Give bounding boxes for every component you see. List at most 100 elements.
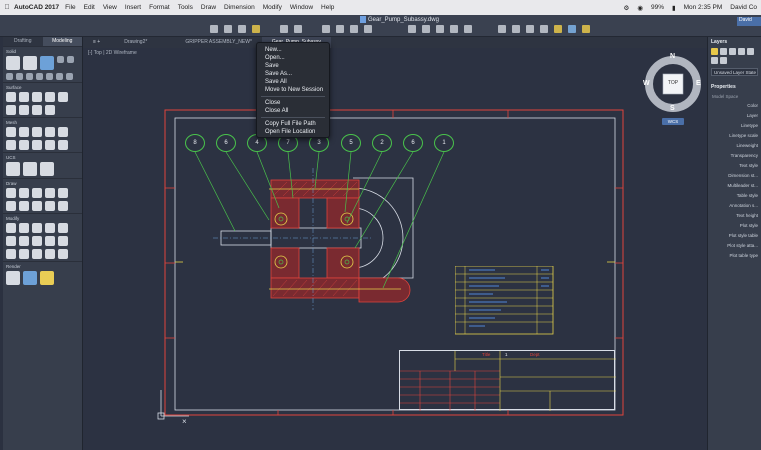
tab-menu-icon[interactable]: ≡ +	[93, 39, 101, 45]
prop-plot-style[interactable]: Plot style	[739, 223, 758, 228]
parts-list-table[interactable]	[455, 266, 555, 336]
battery-icon[interactable]: ▮	[672, 4, 676, 12]
explode-tool-icon[interactable]	[32, 249, 42, 259]
balloon[interactable]: 6	[216, 134, 236, 152]
layer-settings-icon[interactable]	[729, 48, 736, 55]
menu-item-close-all[interactable]: Close All	[265, 108, 289, 114]
mesh-extrude-icon[interactable]	[32, 140, 42, 150]
layer-states-icon[interactable]	[582, 25, 590, 33]
array-tool-icon[interactable]	[6, 249, 16, 259]
layer-lock-icon[interactable]	[747, 48, 754, 55]
prop-lineweight[interactable]: Lineweight	[736, 143, 758, 148]
layer-isolate-icon[interactable]	[711, 57, 718, 64]
menu-window[interactable]: Window	[289, 4, 314, 11]
sphere-tool-icon[interactable]	[40, 56, 54, 70]
line-tool-icon[interactable]	[6, 188, 16, 198]
polysolid-tool-icon[interactable]	[26, 73, 33, 80]
undo-icon[interactable]	[280, 25, 288, 33]
apple-icon[interactable]: 	[0, 4, 14, 11]
menu-item-new[interactable]: New...	[265, 47, 282, 53]
stretch-tool-icon[interactable]	[6, 236, 16, 246]
sweep-tool-icon[interactable]	[56, 73, 63, 80]
ucs-icon[interactable]: ×	[155, 386, 195, 426]
ellipse-tool-icon[interactable]	[32, 201, 42, 211]
save-icon[interactable]	[238, 25, 246, 33]
prop-table-style[interactable]: Table style	[736, 193, 758, 198]
user-button[interactable]: David	[737, 17, 761, 26]
surface-sculpt-icon[interactable]	[45, 105, 55, 115]
orbit-icon[interactable]	[526, 25, 534, 33]
section-title[interactable]: Draw	[6, 181, 17, 186]
menu-tools[interactable]: Tools	[177, 4, 193, 11]
menu-item-close[interactable]: Close	[265, 100, 281, 106]
menu-view[interactable]: View	[102, 4, 117, 11]
prop-linetype-scale[interactable]: Linetype scale	[729, 133, 758, 138]
move-icon[interactable]	[322, 25, 330, 33]
arc-tool-icon[interactable]	[58, 188, 68, 198]
surface-patch-icon[interactable]	[45, 92, 55, 102]
prop-plot-style-table[interactable]: Plot style table	[728, 233, 758, 238]
section-title[interactable]: Render	[6, 264, 21, 269]
ucs-world-icon[interactable]	[6, 162, 20, 176]
table-icon[interactable]	[408, 25, 416, 33]
layer-state-select[interactable]: Unsaved Layer State	[711, 68, 758, 76]
menu-item-save-as[interactable]: Save As...	[265, 71, 293, 77]
menu-file[interactable]: File	[65, 4, 76, 11]
viewcube[interactable]: TOP N S E W WCS	[643, 53, 703, 128]
balloon[interactable]: 5	[341, 134, 361, 152]
mesh-box-icon[interactable]	[6, 127, 16, 137]
mesh-sphere-icon[interactable]	[58, 127, 68, 137]
compass-w[interactable]: W	[643, 80, 650, 87]
viewcube-top-face[interactable]: TOP	[667, 80, 679, 86]
surface-network-icon[interactable]	[6, 92, 16, 102]
chamfer-tool-icon[interactable]	[58, 236, 68, 246]
prop-linetype[interactable]: Linetype	[740, 123, 758, 128]
app-menu[interactable]: AutoCAD 2017	[14, 4, 60, 11]
mesh-split-icon[interactable]	[19, 140, 29, 150]
surface-offset-icon[interactable]	[58, 92, 68, 102]
section-title[interactable]: Mesh	[6, 120, 18, 125]
rectangle-tool-icon[interactable]	[32, 188, 42, 198]
compass-s[interactable]: S	[670, 105, 675, 112]
move-tool-icon[interactable]	[6, 223, 16, 233]
layer-freeze-icon[interactable]	[738, 48, 745, 55]
materials-icon[interactable]	[23, 271, 37, 285]
properties-icon[interactable]	[568, 25, 576, 33]
wedge-tool-icon[interactable]	[67, 56, 74, 63]
match-properties-icon[interactable]	[554, 25, 562, 33]
title-block[interactable]: Title 1 Dept	[399, 350, 616, 411]
copy-icon[interactable]	[336, 25, 344, 33]
ucs-origin-icon[interactable]	[23, 162, 37, 176]
drawing-canvas[interactable]: [-] Top | 2D Wireframe	[83, 48, 707, 450]
polyline-tool-icon[interactable]	[6, 201, 16, 211]
extrude-tool-icon[interactable]	[36, 73, 43, 80]
tab-drawing2[interactable]: Drawing2*	[124, 39, 148, 45]
viewport-label[interactable]: [-] Top | 2D Wireframe	[88, 50, 137, 56]
mesh-smooth-icon[interactable]	[19, 127, 29, 137]
circle-tool-icon[interactable]	[19, 188, 29, 198]
pyramid-tool-icon[interactable]	[16, 73, 23, 80]
zoom-icon[interactable]	[512, 25, 520, 33]
dimension-icon[interactable]	[436, 25, 444, 33]
mesh-merge-icon[interactable]	[45, 140, 55, 150]
compass-e[interactable]: E	[696, 80, 701, 87]
prop-transparency[interactable]: Transparency	[730, 153, 758, 158]
prop-plot-style-attached[interactable]: Plot style atta...	[727, 243, 758, 248]
section-title[interactable]: Solid	[6, 49, 17, 54]
layer-icon[interactable]	[540, 25, 548, 33]
new-icon[interactable]	[210, 25, 218, 33]
tab-modeling[interactable]: Modeling	[42, 37, 82, 46]
menu-item-save[interactable]: Save	[265, 63, 279, 69]
cone-tool-icon[interactable]	[57, 56, 64, 63]
plot-icon[interactable]	[252, 25, 260, 33]
extend-tool-icon[interactable]	[32, 236, 42, 246]
prop-color[interactable]: Color	[747, 103, 758, 108]
mesh-cylinder-icon[interactable]	[6, 140, 16, 150]
prop-dimension-style[interactable]: Dimension st...	[728, 173, 758, 178]
offset-tool-icon[interactable]	[19, 249, 29, 259]
surface-planar-icon[interactable]	[19, 92, 29, 102]
pan-icon[interactable]	[498, 25, 506, 33]
surface-fillet-icon[interactable]	[6, 105, 16, 115]
surface-extend-icon[interactable]	[32, 105, 42, 115]
scale-icon[interactable]	[364, 25, 372, 33]
